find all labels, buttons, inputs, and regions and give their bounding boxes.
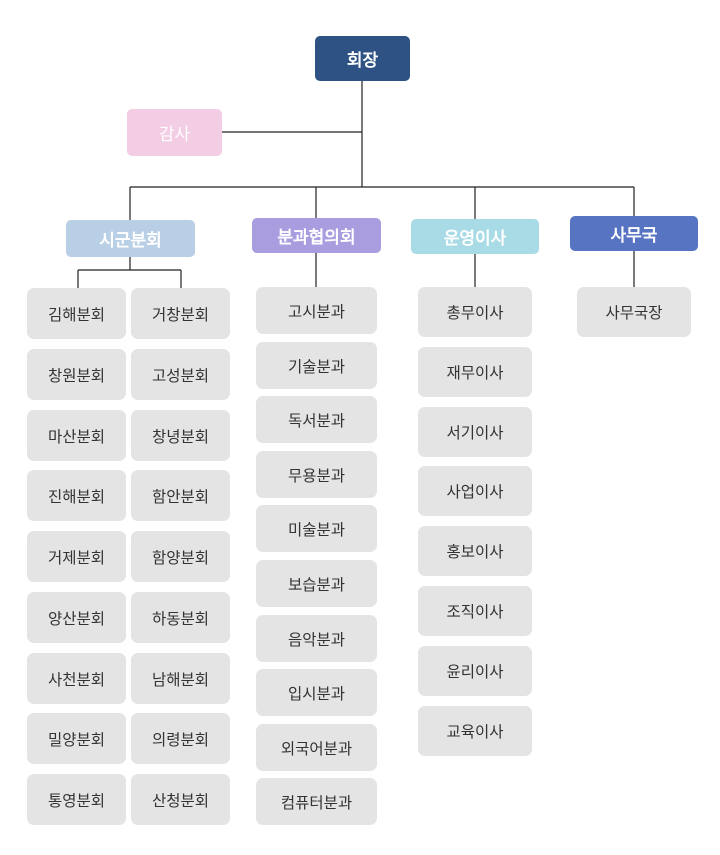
sigun-branch: 함안분회	[131, 470, 230, 521]
unyeong-item: 총무이사	[418, 287, 532, 337]
sigun-branch: 산청분회	[131, 774, 230, 825]
bungwa-item: 독서분과	[256, 396, 377, 443]
sigun-branch: 김해분회	[27, 288, 126, 339]
bungwa-item: 고시분과	[256, 287, 377, 334]
samuguk-item: 사무국장	[577, 287, 691, 337]
sigun-branch: 의령분회	[131, 713, 230, 764]
sigun-branch: 남해분회	[131, 653, 230, 704]
unyeong-item: 재무이사	[418, 347, 532, 397]
sigun-branch: 밀양분회	[27, 713, 126, 764]
unyeong-item: 홍보이사	[418, 526, 532, 576]
sigun-branch: 진해분회	[27, 470, 126, 521]
header-unyeong: 운영이사	[411, 219, 539, 254]
header-samuguk: 사무국	[570, 216, 698, 251]
bungwa-item: 컴퓨터분과	[256, 778, 377, 825]
sigun-branch: 창녕분회	[131, 410, 230, 461]
sigun-branch: 고성분회	[131, 349, 230, 400]
sigun-branch: 거제분회	[27, 531, 126, 582]
sigun-branch: 사천분회	[27, 653, 126, 704]
sigun-branch: 하동분회	[131, 592, 230, 643]
sigun-branch: 통영분회	[27, 774, 126, 825]
bungwa-item: 입시분과	[256, 669, 377, 716]
unyeong-item: 윤리이사	[418, 646, 532, 696]
bungwa-item: 외국어분과	[256, 724, 377, 771]
bungwa-item: 음악분과	[256, 615, 377, 662]
sigun-branch: 양산분회	[27, 592, 126, 643]
unyeong-item: 교육이사	[418, 706, 532, 756]
bungwa-item: 무용분과	[256, 451, 377, 498]
president-box: 회장	[315, 36, 410, 81]
bungwa-item: 보습분과	[256, 560, 377, 607]
bungwa-item: 기술분과	[256, 342, 377, 389]
sigun-branch: 거창분회	[131, 288, 230, 339]
unyeong-item: 서기이사	[418, 407, 532, 457]
bungwa-item: 미술분과	[256, 505, 377, 552]
sigun-branch: 마산분회	[27, 410, 126, 461]
header-bungwa: 분과협의회	[252, 218, 381, 253]
sigun-branch: 함양분회	[131, 531, 230, 582]
auditor-box: 감사	[127, 109, 222, 156]
unyeong-item: 사업이사	[418, 466, 532, 516]
header-sigun: 시군분회	[66, 220, 195, 257]
unyeong-item: 조직이사	[418, 586, 532, 636]
sigun-branch: 창원분회	[27, 349, 126, 400]
